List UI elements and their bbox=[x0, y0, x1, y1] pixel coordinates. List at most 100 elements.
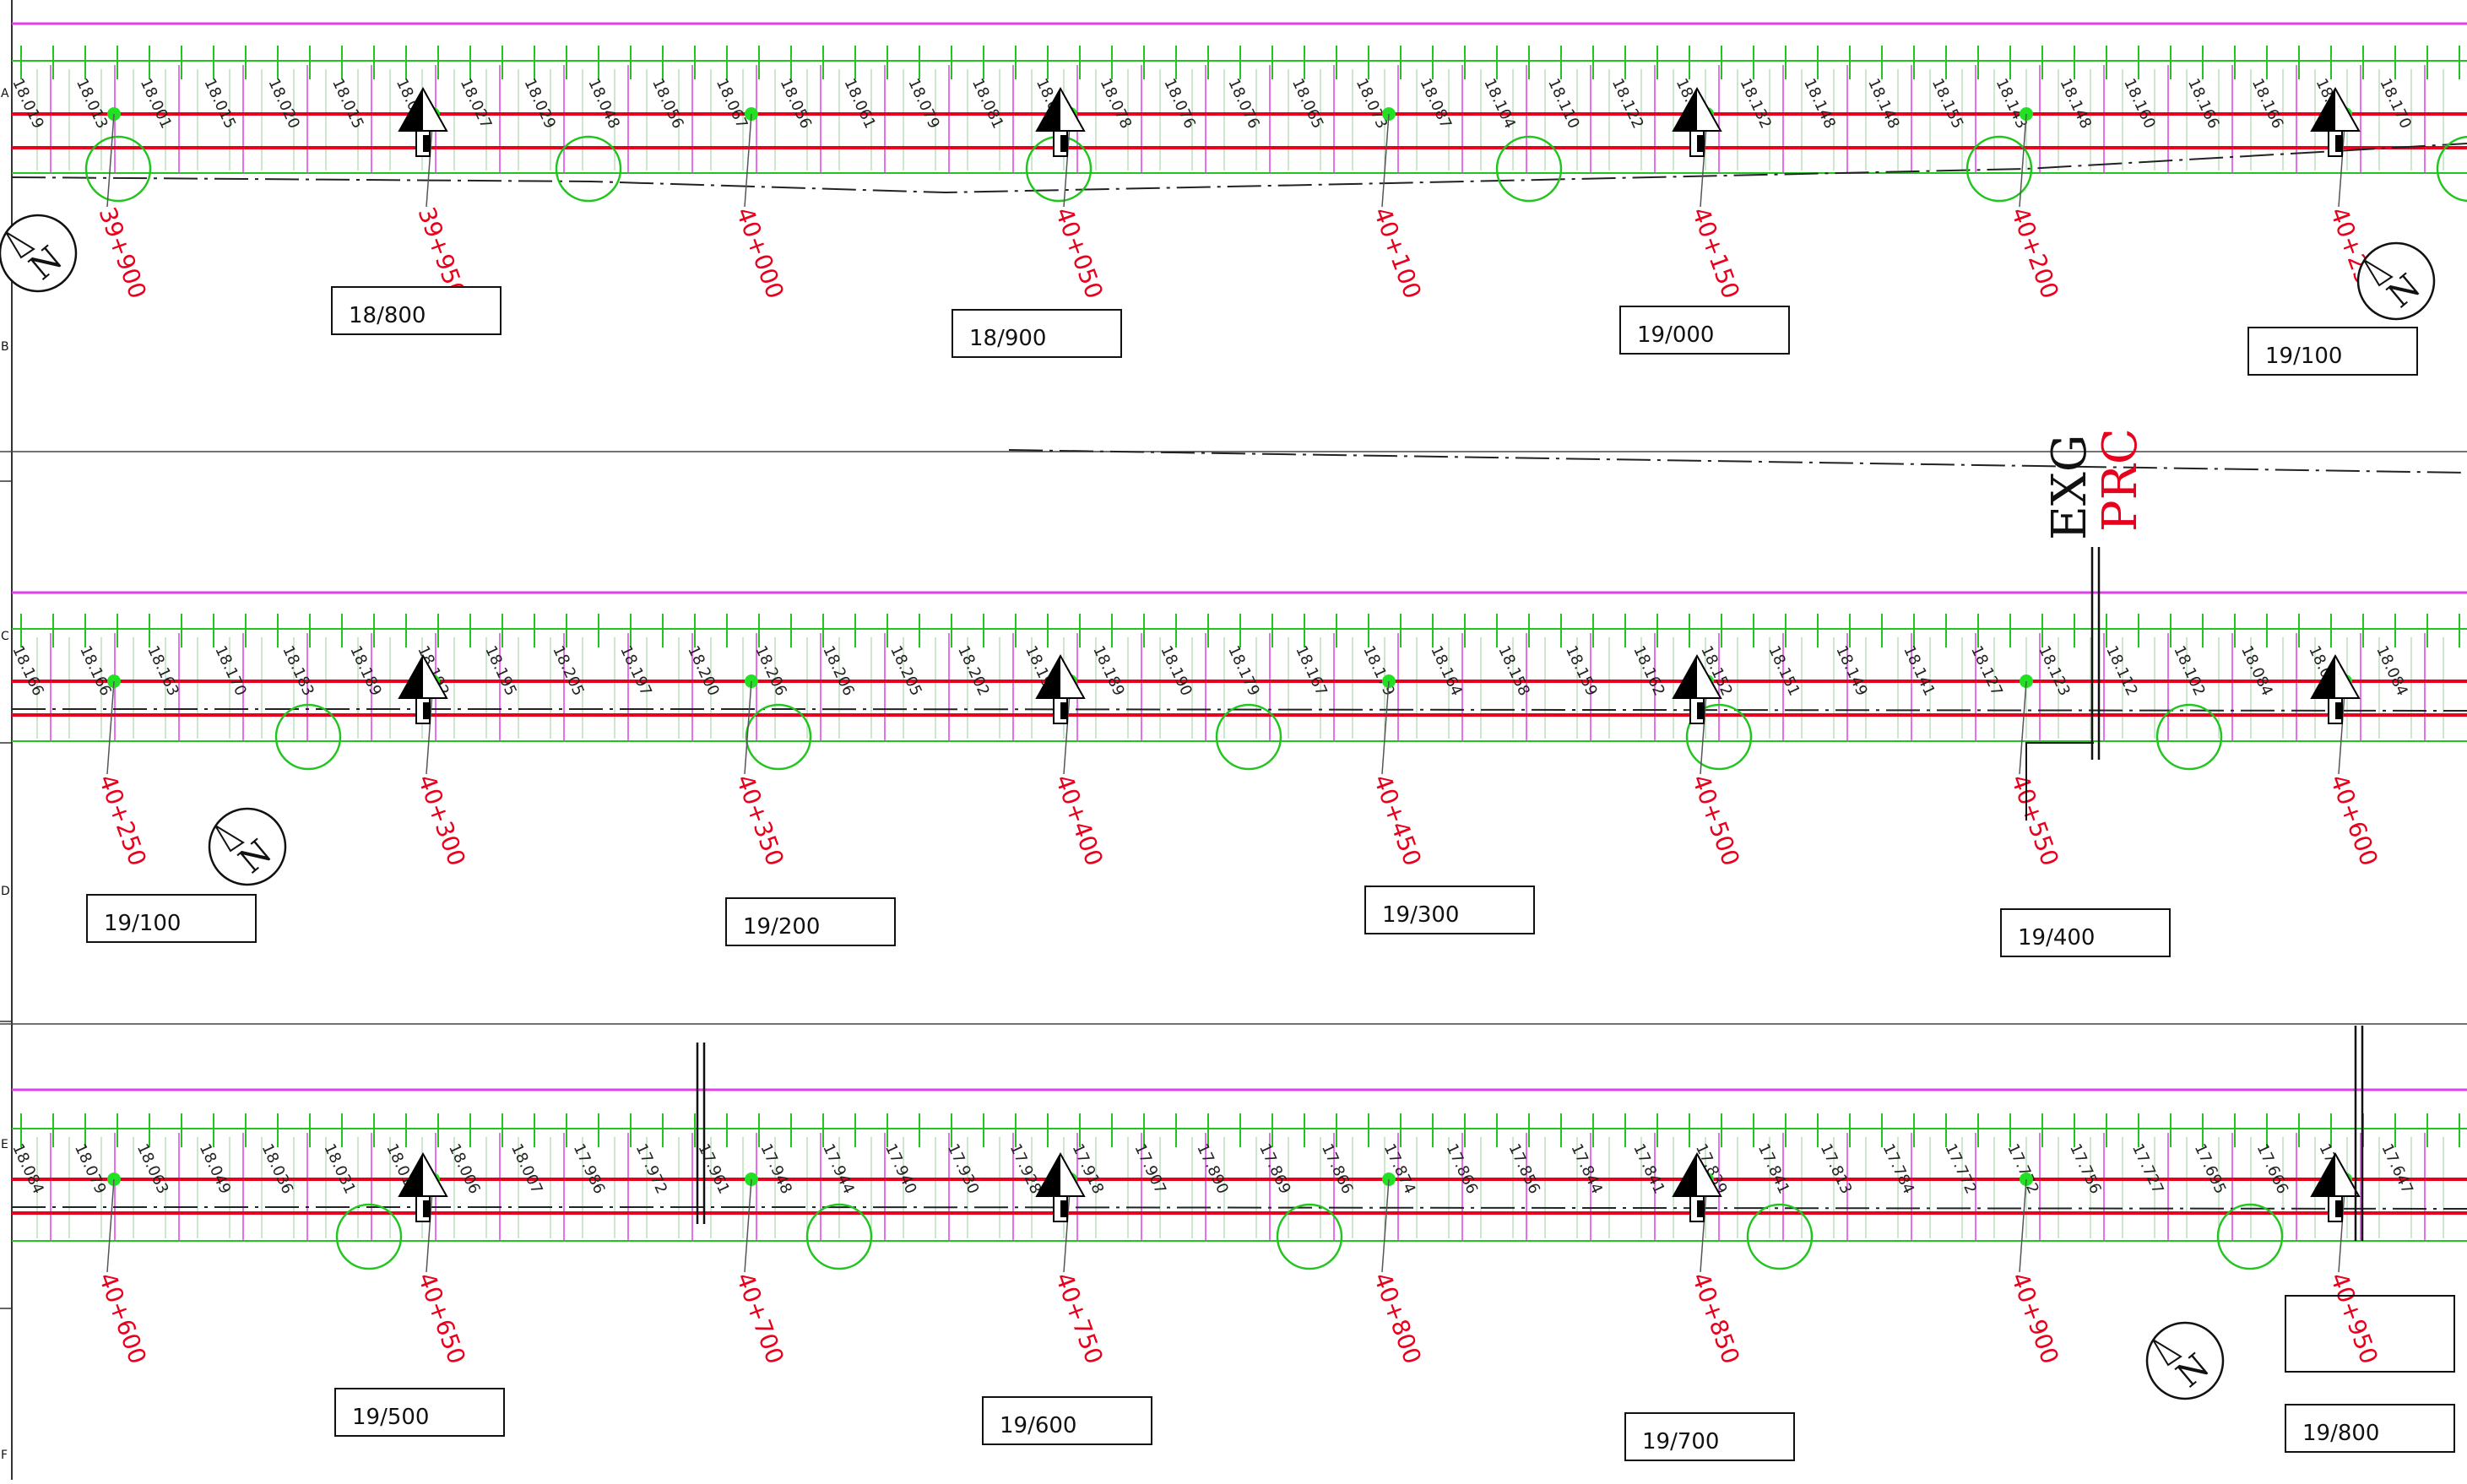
chainage-leader bbox=[744, 113, 752, 208]
sheet-ref-label: 19/800 bbox=[2302, 1421, 2379, 1446]
section-arrow-fill bbox=[1673, 89, 1697, 131]
section-arrow-stem-fill bbox=[1697, 702, 1704, 719]
north-arrow-icon: N bbox=[208, 807, 287, 886]
sheet-ref-box bbox=[952, 309, 1122, 358]
sheet-ref-box bbox=[331, 286, 502, 335]
sheet-ref-label: 19/400 bbox=[2018, 925, 2095, 951]
sheet-ref-box bbox=[334, 1388, 505, 1437]
section-arrow-fill bbox=[1673, 656, 1697, 698]
sheet-ref-label: 19/600 bbox=[1000, 1413, 1076, 1438]
sheet-ref-label: 18/900 bbox=[969, 326, 1046, 351]
section-arrow-fill bbox=[399, 89, 423, 131]
zone-letter: A bbox=[1, 87, 9, 100]
section-arrow-stem-fill bbox=[423, 1200, 430, 1217]
sheet-ref-label: 19/700 bbox=[1642, 1429, 1719, 1454]
exg-label: EXG bbox=[2042, 435, 2097, 540]
sheet-ref-box bbox=[2285, 1404, 2455, 1453]
chainage-leader bbox=[106, 1178, 115, 1273]
chainage-leader bbox=[2019, 113, 2027, 208]
tree-circle bbox=[1215, 703, 1282, 771]
section-arrow-stem-fill bbox=[1060, 1200, 1067, 1217]
tree-circle bbox=[1276, 1203, 1343, 1270]
north-circle bbox=[2356, 241, 2436, 321]
existing-alignment-line bbox=[11, 143, 2467, 194]
section-arrow-stem-fill bbox=[1060, 702, 1067, 719]
north-circle bbox=[2145, 1321, 2225, 1400]
sheet-ref-label: 19/500 bbox=[352, 1405, 429, 1430]
section-arrow-stem-fill bbox=[423, 135, 430, 152]
prc-label: PRC bbox=[2093, 428, 2148, 532]
chainage-leader bbox=[744, 680, 752, 775]
section-arrow-fill bbox=[399, 1154, 423, 1196]
sheet-ref-label: 18/800 bbox=[349, 303, 426, 328]
tree-circle bbox=[1965, 135, 2033, 203]
sheet-ref-box bbox=[725, 897, 896, 946]
zone-letter: B bbox=[1, 340, 9, 354]
north-pointer bbox=[5, 231, 35, 259]
tree-circle bbox=[84, 135, 152, 203]
section-arrow-stem-fill bbox=[423, 702, 430, 719]
north-pointer bbox=[2363, 259, 2394, 287]
tree-circle bbox=[555, 135, 622, 203]
sheet-ref-label: 19/100 bbox=[104, 911, 181, 936]
section-arrow-fill bbox=[1037, 89, 1060, 131]
section-arrow-fill bbox=[1673, 1154, 1697, 1196]
zone-letter: D bbox=[1, 885, 10, 898]
north-circle bbox=[208, 807, 287, 886]
section-arrow-stem-fill bbox=[1697, 135, 1704, 152]
section-arrow-fill bbox=[2312, 656, 2335, 698]
sheet-ref-box bbox=[1364, 886, 1535, 934]
chainage-leader bbox=[106, 680, 115, 775]
sheet-ref-label: 19/200 bbox=[743, 914, 820, 940]
existing-alignment-line bbox=[12, 708, 2467, 712]
chainage-leader bbox=[1381, 113, 1390, 208]
north-pointer bbox=[2152, 1339, 2182, 1367]
tree-circle bbox=[274, 703, 342, 771]
sheet-ref-box bbox=[2247, 327, 2418, 376]
north-pointer bbox=[214, 825, 245, 853]
section-arrow-fill bbox=[399, 656, 423, 698]
chainage-leader bbox=[2019, 1178, 2027, 1273]
outline-box bbox=[2285, 1295, 2455, 1373]
tree-circle bbox=[805, 1203, 873, 1270]
section-arrow-stem-fill bbox=[2335, 135, 2342, 152]
sheet-ref-box bbox=[1619, 306, 1790, 355]
sheet-ref-box bbox=[2000, 908, 2171, 957]
zone-letter: E bbox=[1, 1138, 8, 1151]
sheet-ref-label: 19/100 bbox=[2265, 344, 2342, 369]
section-arrow-stem-fill bbox=[2335, 1200, 2342, 1217]
existing-alignment-line bbox=[12, 1206, 2467, 1210]
junction-line bbox=[2025, 742, 2094, 821]
chainage-leader bbox=[106, 113, 115, 208]
sheet-ref-box bbox=[86, 894, 257, 943]
north-arrow-icon: N bbox=[2356, 241, 2436, 321]
section-arrow-fill bbox=[2312, 89, 2335, 131]
tree-circle bbox=[1685, 703, 1753, 771]
north-arrow-icon: N bbox=[0, 214, 78, 293]
tree-circle bbox=[1746, 1203, 1814, 1270]
section-arrow-stem-fill bbox=[2335, 702, 2342, 719]
tree-circle bbox=[745, 703, 812, 771]
zone-letter: C bbox=[1, 630, 9, 643]
tree-circle bbox=[1495, 135, 1563, 203]
chainage-leader bbox=[1381, 1178, 1390, 1273]
north-circle bbox=[0, 214, 78, 293]
sheet-ref-label: 19/000 bbox=[1637, 322, 1714, 348]
chainage-leader bbox=[2019, 680, 2027, 775]
tree-circle bbox=[2436, 135, 2467, 203]
tree-circle bbox=[2155, 703, 2223, 771]
sheet-ref-label: 19/300 bbox=[1382, 902, 1459, 928]
chainage-leader bbox=[1381, 680, 1390, 775]
existing-road-line bbox=[1008, 449, 2467, 474]
zone-letter: F bbox=[1, 1449, 8, 1462]
section-arrow-stem-fill bbox=[1060, 135, 1067, 152]
section-arrow-fill bbox=[2312, 1154, 2335, 1196]
section-arrow-stem-fill bbox=[1697, 1200, 1704, 1217]
section-arrow-fill bbox=[1037, 656, 1060, 698]
tree-circle bbox=[335, 1203, 403, 1270]
sheet-ref-box bbox=[1624, 1412, 1795, 1461]
chainage-leader bbox=[744, 1178, 752, 1273]
sheet-ref-box bbox=[982, 1396, 1152, 1445]
